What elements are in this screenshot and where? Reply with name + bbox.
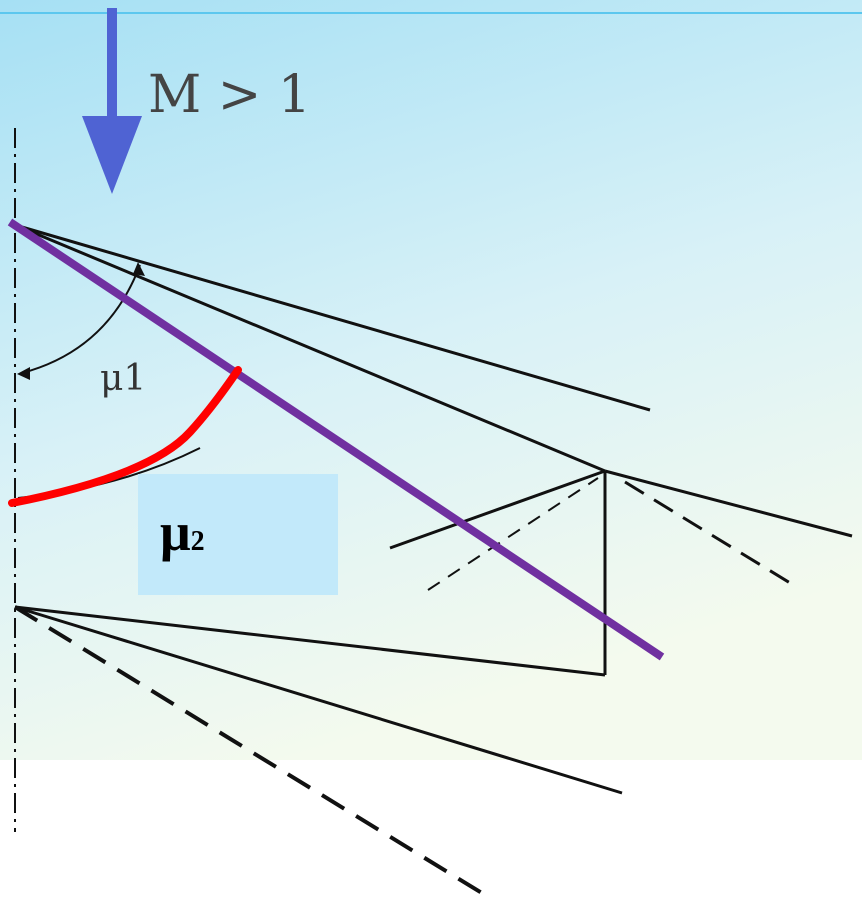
mu2-label-box xyxy=(138,474,338,595)
lower-wave-lines xyxy=(13,605,623,900)
lower-dashed-line xyxy=(13,605,492,900)
dashed-reflected-line xyxy=(427,477,599,591)
upper-wave-lines xyxy=(14,223,853,538)
white-background xyxy=(0,760,862,901)
mu1-label: μ1 xyxy=(100,358,146,399)
shock-line xyxy=(604,469,853,538)
mu2-label: μ2 xyxy=(160,505,205,559)
mu2-symbol: μ xyxy=(160,502,191,562)
mach-line-2 xyxy=(14,223,606,473)
mach-line-1 xyxy=(14,223,651,412)
mach-label: M > 1 xyxy=(148,65,311,125)
gradient-background xyxy=(0,0,862,760)
reflected-wave-structure xyxy=(389,469,796,675)
lower-line-2 xyxy=(14,605,623,795)
reflected-line xyxy=(389,469,606,550)
mu1-arc-arrow-top xyxy=(133,262,145,276)
mu1-angle-arc xyxy=(21,264,141,374)
mu2-angle-arc-red xyxy=(8,366,242,507)
flow-arrow-head xyxy=(82,116,142,194)
mu2-subscript: 2 xyxy=(190,526,205,557)
highlight-mach-line xyxy=(7,218,665,661)
mu1-arc-arrow-bottom xyxy=(17,367,30,380)
lower-line-1 xyxy=(14,605,606,677)
